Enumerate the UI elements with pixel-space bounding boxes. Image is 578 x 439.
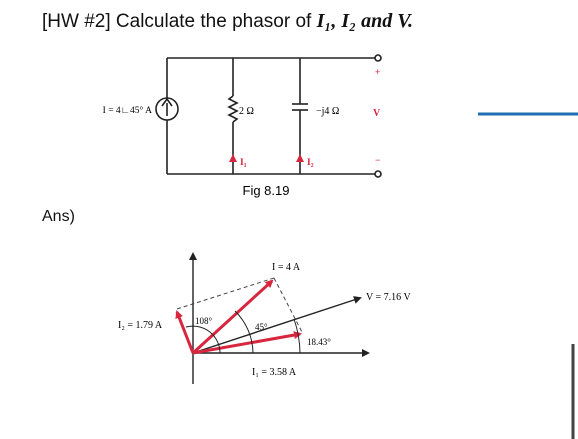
phasor-I [191, 279, 274, 355]
terminal-bottom [374, 170, 382, 178]
resistor [227, 95, 239, 123]
figure-label: Fig 8.19 [243, 183, 290, 198]
problem-variables: I₁, I₂ and V. [316, 10, 413, 32]
arc-108 [185, 325, 221, 354]
phasor-V [192, 296, 362, 354]
label-108: 108° [195, 316, 213, 326]
terminal-top [374, 54, 382, 62]
arc-45 [234, 310, 254, 354]
arc-1843 [293, 318, 301, 354]
voltage-label: V [373, 108, 381, 119]
source-label: I = 4∟45° A [103, 105, 152, 116]
current2-arrow [296, 154, 304, 162]
source-arrow-head [161, 97, 173, 107]
phasor-I2 [175, 310, 195, 354]
phasor-diagram: I = 4 A V = 7.16 V I₂ = 1.79 A I₁ = 3.58… [118, 252, 412, 384]
answer-label: Ans) [42, 208, 75, 225]
phasor-I1 [192, 331, 302, 355]
minus-sign: − [375, 155, 380, 165]
capacitor-label: −j4 Ω [316, 106, 339, 117]
circuit-diagram [155, 54, 382, 178]
label-45: 45° [255, 322, 268, 332]
label-I2: I₂ = 1.79 A [118, 320, 163, 331]
label-I1: I₁ = 3.58 A [252, 367, 297, 378]
current2-label: I₂ [307, 158, 314, 168]
current1-arrow [229, 154, 237, 162]
dashed-line-right [273, 277, 304, 335]
label-V: V = 7.16 V [366, 292, 412, 303]
label-I: I = 4 A [272, 262, 301, 273]
dashed-line-top [176, 277, 275, 310]
plus-sign: + [375, 67, 380, 77]
problem-prefix: [HW #2] Calculate the phasor of [42, 11, 317, 32]
label-1843: 18.43° [307, 337, 331, 347]
current1-label: I₁ [240, 158, 247, 168]
resistor-label: 2 Ω [239, 106, 254, 117]
problem-title: [HW #2] Calculate the phasor of I₁, I₂ a… [42, 10, 413, 33]
